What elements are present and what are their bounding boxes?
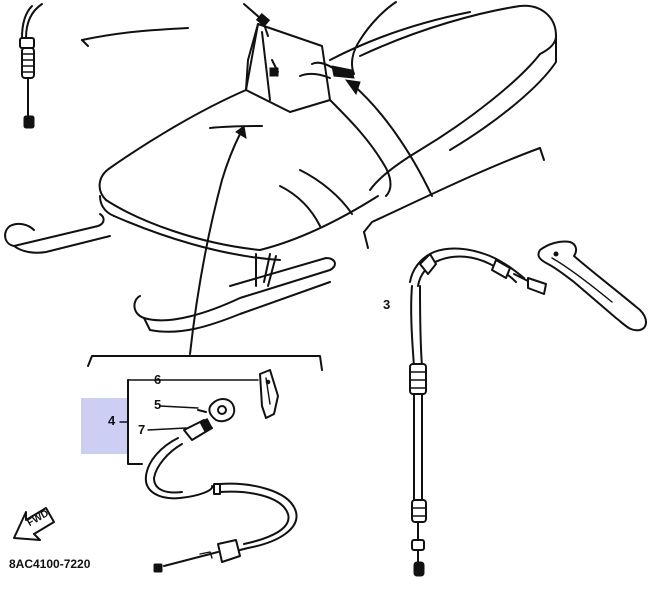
part-6-bracket xyxy=(259,369,279,419)
callout-3: 3 xyxy=(383,297,391,312)
throttle-cable-end-top-left xyxy=(19,3,43,129)
part-code: 8AC4100-7220 xyxy=(9,557,91,571)
part-7-choke-cable xyxy=(144,418,298,573)
cable-route-arrows xyxy=(189,79,433,355)
callout-5: 5 xyxy=(154,397,162,412)
group-bracket xyxy=(87,355,323,465)
callout-7: 7 xyxy=(138,422,146,437)
part-3-throttle-cable xyxy=(409,247,547,577)
highlight-box-callout-4 xyxy=(81,398,129,454)
throttle-lever xyxy=(537,240,647,332)
throttle-lever-assembly xyxy=(243,1,397,79)
fwd-direction-arrow xyxy=(13,507,55,541)
callout-4: 4 xyxy=(108,413,116,428)
snowmobile-body xyxy=(4,4,557,333)
part-5-clamp xyxy=(197,398,236,423)
callout-6: 6 xyxy=(154,372,162,387)
